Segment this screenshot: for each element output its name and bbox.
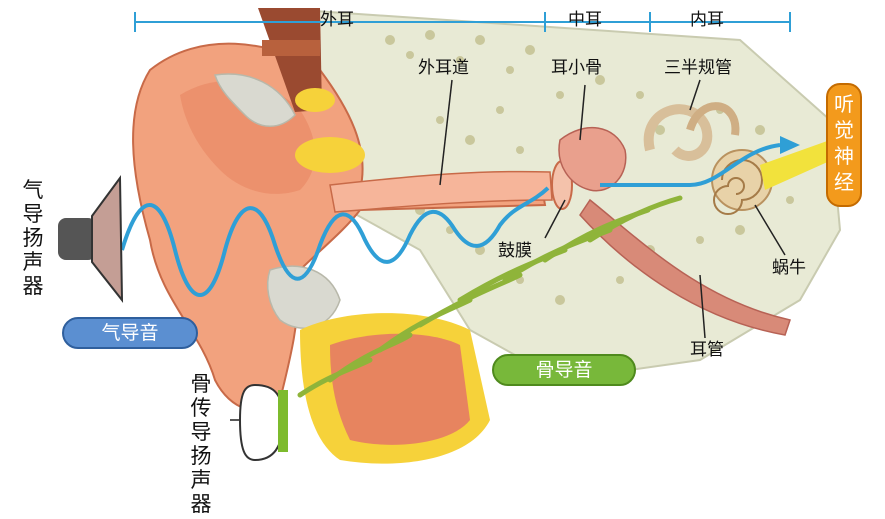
ossicles-label: 耳小骨	[551, 60, 602, 77]
muscle-band	[262, 40, 320, 56]
section-outer-ear-label: 外耳	[320, 12, 354, 29]
eardrum-label: 鼓膜	[498, 243, 532, 260]
bone-speaker-label: 骨传导扬声器	[188, 372, 214, 516]
section-inner-ear-label: 内耳	[690, 12, 724, 29]
bone-conduction-pill: 骨导音	[492, 354, 636, 386]
fat-upper	[295, 137, 365, 173]
air-speaker-icon	[58, 178, 122, 300]
cochlea-label: 蜗牛	[772, 260, 806, 277]
ear-canal-label: 外耳道	[418, 60, 469, 77]
section-middle-ear-label: 中耳	[568, 12, 602, 29]
semicircular-canals-label: 三半规管	[664, 60, 732, 77]
air-conduction-pill: 气导音	[62, 317, 198, 349]
air-speaker-label: 气导扬声器	[20, 178, 46, 298]
fat-top	[295, 88, 335, 112]
bone-speaker-icon	[240, 385, 288, 460]
auditory-nerve-label: 听觉神经	[826, 83, 862, 207]
eustachian-tube-label: 耳管	[690, 342, 724, 359]
lower-muscle-block	[330, 334, 470, 445]
